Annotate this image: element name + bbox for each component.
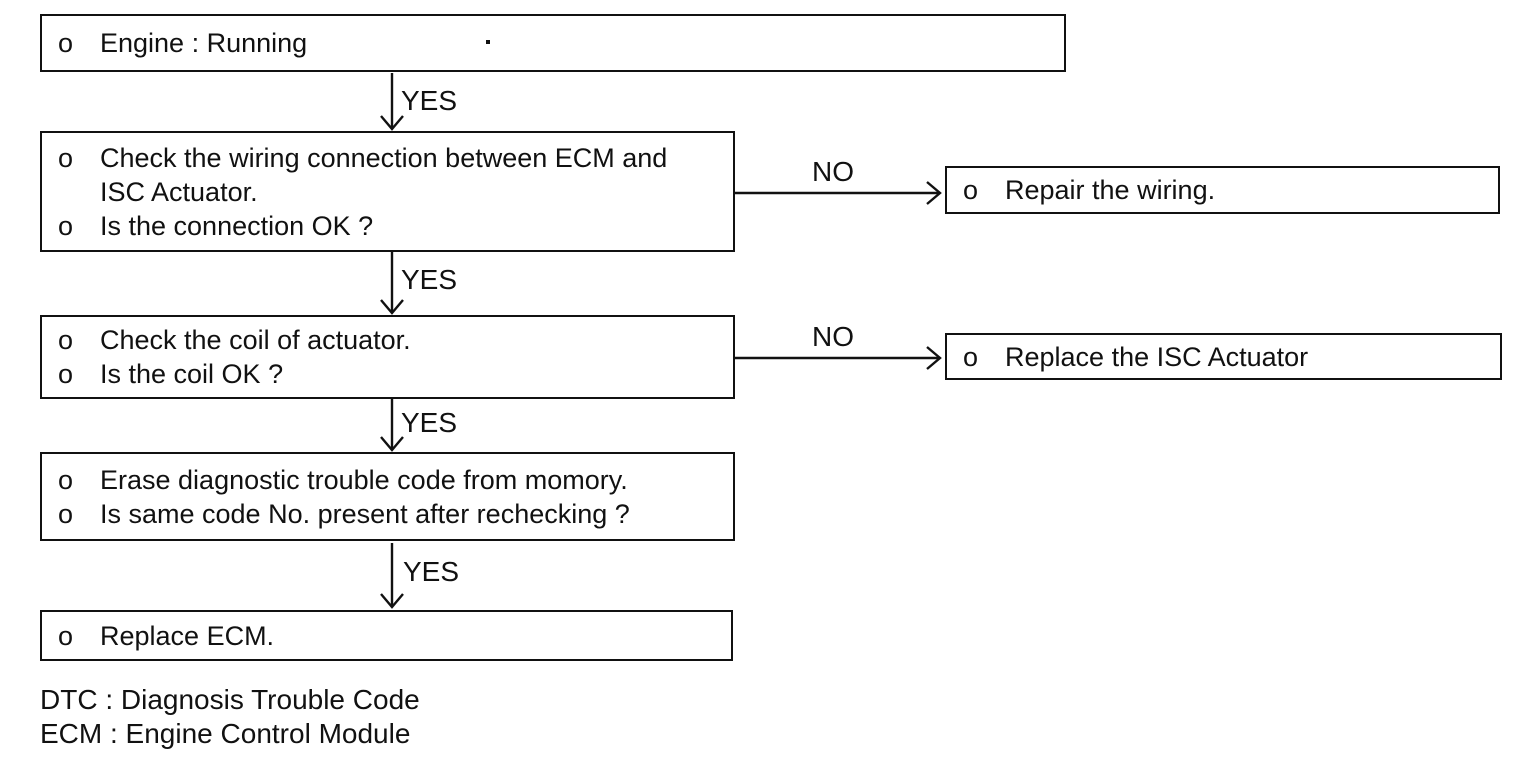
bullet-marker: o (58, 498, 74, 529)
box-row: o Replace the ISC Actuator (963, 340, 1492, 374)
arrow-yes-4 (380, 543, 404, 609)
box-text: Is same code No. present after recheckin… (100, 498, 630, 529)
bullet-marker: o (963, 341, 979, 372)
box-row: o Check the coil of actuator. (58, 323, 725, 357)
legend-ecm-line: ECM : Engine Control Module (40, 718, 411, 749)
scan-artifact-dot (486, 40, 490, 44)
bullet-marker: o (58, 142, 74, 173)
edge-label-yes-3: YES (401, 407, 458, 438)
box-row: o Is same code No. present after recheck… (58, 497, 725, 531)
bullet-marker: o (58, 464, 74, 495)
box-text: Is the coil OK ? (100, 359, 284, 389)
bullet-marker: o (58, 325, 74, 355)
box-row: o Erase diagnostic trouble code from mom… (58, 463, 725, 497)
legend-dtc-line: DTC : Diagnosis Trouble Code (40, 684, 420, 715)
edge-label-yes-2: YES (401, 264, 458, 295)
flow-box-replace-isc-actuator: o Replace the ISC Actuator (945, 333, 1502, 380)
box-text: Check the wiring connection between ECM … (100, 142, 668, 173)
bullet-marker: o (58, 359, 74, 389)
box-row: o Is the connection OK ? (58, 209, 725, 243)
box-text: Repair the wiring. (1005, 175, 1216, 205)
arrow-yes-2 (380, 252, 404, 315)
box-row: o Engine : Running (58, 26, 1056, 60)
box-text: Check the coil of actuator. (100, 325, 411, 355)
box-row: o Replace ECM. (58, 619, 723, 653)
edge-label-no-2: NO (812, 321, 854, 352)
edge-label-yes-4: YES (403, 556, 460, 587)
edge-label-yes-1: YES (401, 85, 458, 116)
box-row: o Repair the wiring. (963, 173, 1490, 207)
arrow-yes-3 (380, 399, 404, 452)
bullet-marker: o (58, 28, 74, 58)
box-text: Is the connection OK ? (100, 210, 374, 241)
box-text: ISC Actuator. (100, 176, 258, 207)
box-row: o Check the wiring connection between EC… (58, 141, 725, 175)
flow-box-engine-running: o Engine : Running (40, 14, 1066, 72)
arrow-yes-1 (380, 73, 404, 131)
flow-box-check-wiring: o Check the wiring connection between EC… (40, 131, 735, 252)
box-row: ISC Actuator. (58, 175, 725, 209)
abbreviation-legend: DTC : Diagnosis Trouble Code ECM : Engin… (40, 683, 420, 751)
flow-box-repair-wiring: o Repair the wiring. (945, 166, 1500, 214)
bullet-marker (58, 175, 100, 209)
bullet-marker: o (58, 620, 74, 651)
flow-box-erase-dtc: o Erase diagnostic trouble code from mom… (40, 452, 735, 541)
edge-label-no-1: NO (812, 156, 854, 187)
box-text: Erase diagnostic trouble code from momor… (100, 464, 628, 495)
flow-box-check-coil: o Check the coil of actuator. o Is the c… (40, 315, 735, 399)
box-text: Replace ECM. (100, 620, 275, 651)
bullet-marker: o (963, 175, 979, 205)
box-text: Engine : Running (100, 28, 308, 58)
box-text: Replace the ISC Actuator (1005, 341, 1309, 372)
box-row: o Is the coil OK ? (58, 357, 725, 391)
bullet-marker: o (58, 210, 74, 241)
flow-box-replace-ecm: o Replace ECM. (40, 610, 733, 661)
